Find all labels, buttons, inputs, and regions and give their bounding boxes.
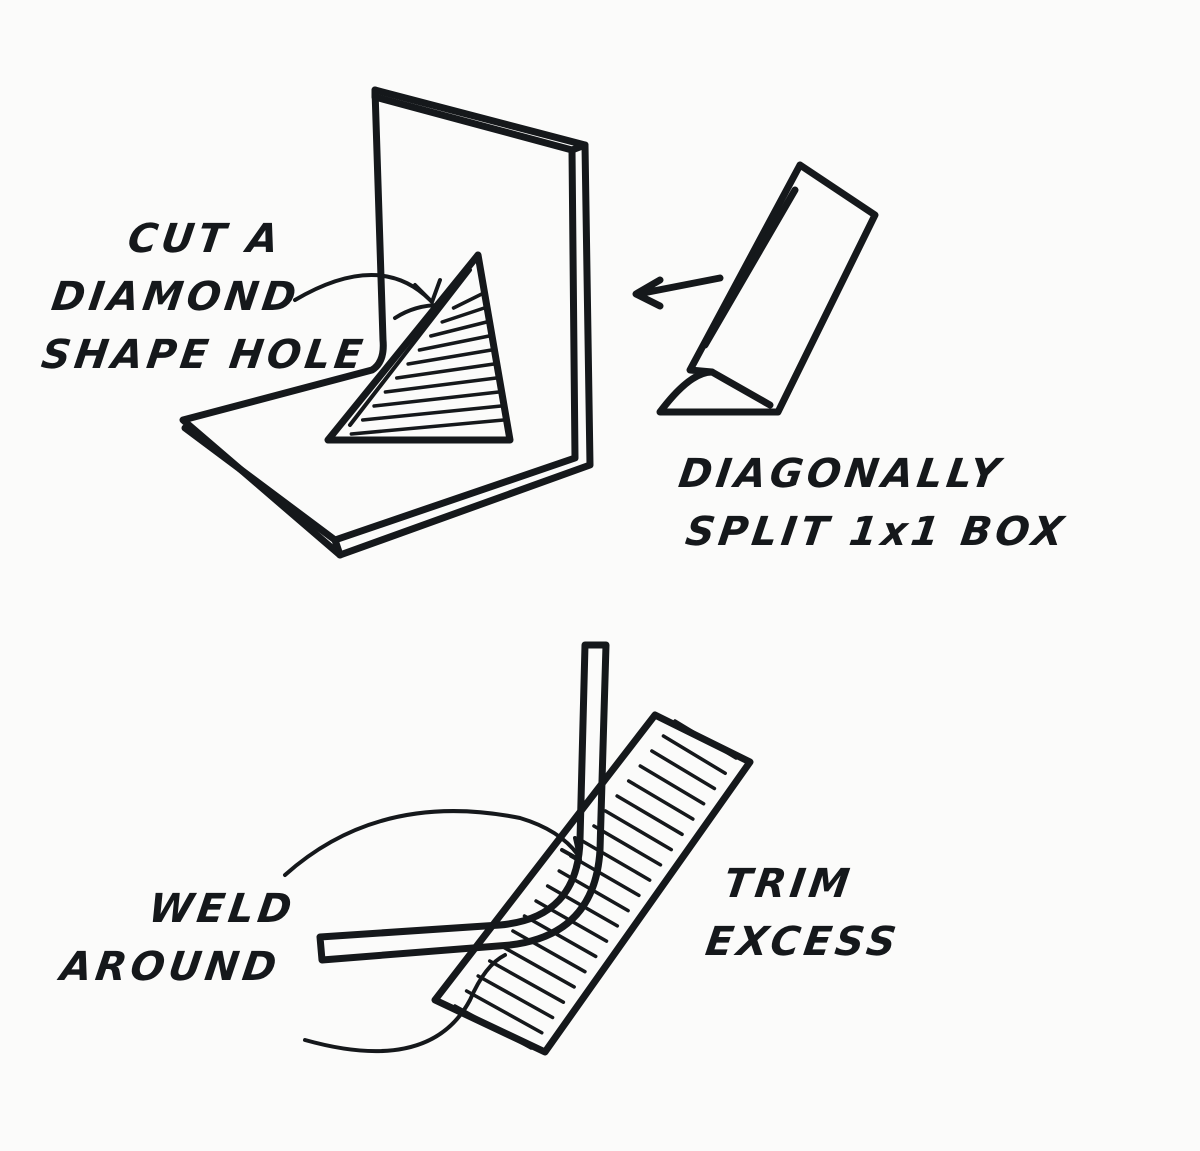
hatch-line: [451, 292, 484, 310]
hatch-line: [673, 719, 738, 760]
label-split-box: DIAGONALLY SPLIT 1x1 BOX: [667, 445, 1079, 561]
hatch-line: [511, 929, 587, 974]
angle-section-bottom: [316, 641, 610, 964]
arrow-left-icon: [632, 274, 724, 310]
hatch-line: [522, 914, 598, 959]
hatch-line: [476, 974, 555, 1020]
hatch-line: [440, 306, 486, 324]
pointer-arrow-hole: [293, 273, 442, 304]
label-line: DIAGONALLY: [675, 451, 1007, 497]
hatch-line: [383, 376, 499, 394]
hatch-line: [395, 362, 496, 380]
hatch-line: [638, 764, 706, 806]
weld-arrow-lower: [303, 953, 507, 1054]
label-line: EXCESS: [702, 919, 903, 965]
hatch-line: [453, 1004, 533, 1050]
label-line: WELD: [145, 886, 299, 932]
label-line: CUT A: [124, 216, 286, 262]
hatch-line: [429, 320, 489, 338]
hatch-line: [499, 944, 576, 989]
hatch-line: [417, 334, 491, 352]
hatch-line: [464, 989, 544, 1035]
hatch-line: [487, 959, 566, 1004]
hatch-line: [580, 839, 652, 882]
hatch-line: [349, 418, 506, 436]
hatch-line: [615, 794, 684, 837]
hole-arrow-tail: [393, 303, 442, 320]
label-line: DIAMOND: [48, 274, 303, 320]
label-weld: WELD AROUND: [58, 880, 299, 996]
hatch-line: [650, 749, 717, 791]
hatch-line: [406, 348, 494, 366]
angle-bracket-top: [179, 86, 594, 559]
hatch-line: [360, 404, 503, 422]
hatch-line: [626, 779, 695, 821]
label-trim: TRIM EXCESS: [703, 855, 912, 971]
split-box-piece: [656, 161, 879, 416]
label-cut-hole: CUT A DIAMOND SHAPE HOLE: [39, 210, 387, 384]
trim-parallelogram: [431, 711, 754, 1056]
label-line: TRIM: [720, 861, 857, 907]
label-line: SHAPE HOLE: [38, 332, 370, 378]
hatch-line: [592, 824, 663, 867]
label-line: AROUND: [57, 944, 284, 990]
label-line: SPLIT 1x1 BOX: [682, 509, 1071, 555]
hatch-line: [372, 390, 501, 408]
diamond-hole: [324, 251, 514, 444]
hatch-line: [603, 809, 674, 852]
hatch-line: [661, 734, 727, 776]
hatch-line: [569, 854, 641, 898]
weld-arrow-upper: [283, 809, 582, 877]
